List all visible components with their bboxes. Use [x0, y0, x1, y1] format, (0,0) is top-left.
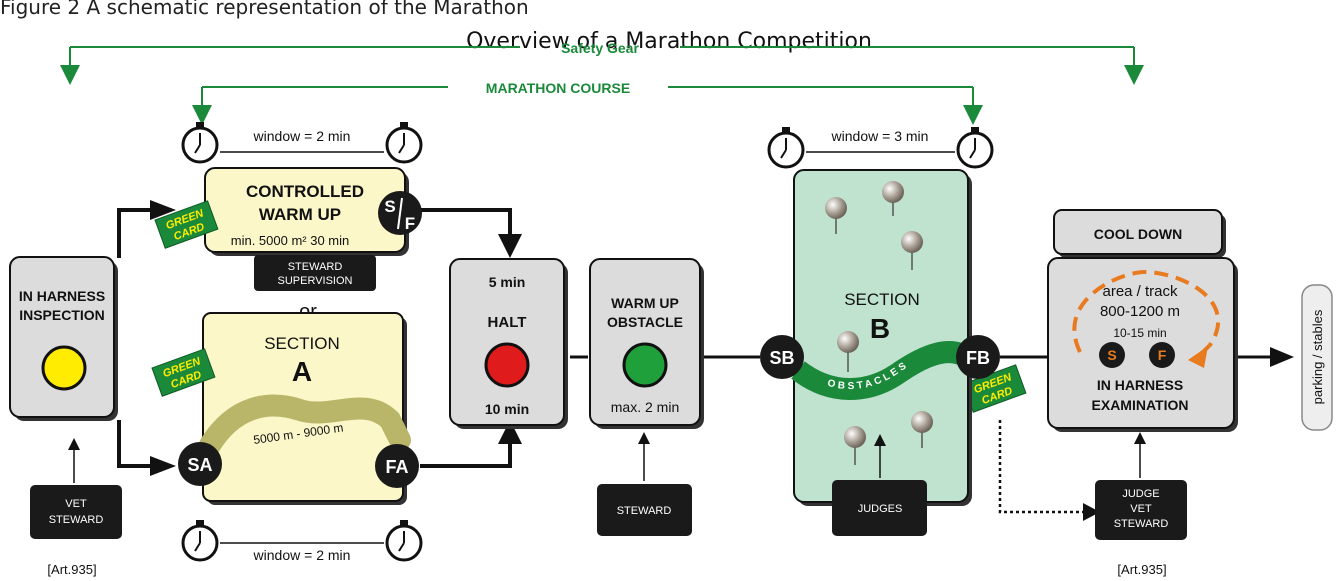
steward-supervision-1: STEWARD: [288, 261, 343, 273]
section-a-start: SA: [187, 455, 212, 475]
warmup-title-1: CONTROLLED: [246, 182, 364, 201]
green-light-icon: [622, 342, 668, 388]
exam-title-2: EXAMINATION: [1092, 397, 1189, 413]
cool-down-area-box: [1047, 257, 1235, 429]
page-title: Overview of a Marathon Competition: [466, 29, 872, 54]
stopwatch-icon: [385, 518, 423, 562]
judge-label-3: STEWARD: [1114, 518, 1169, 530]
warmup-window-label: window = 2 min: [253, 128, 351, 144]
section-b-track: [791, 341, 975, 400]
warmup-obstacle-1: WARM UP: [611, 295, 679, 311]
halt-box: [449, 258, 565, 426]
judges-label: JUDGES: [858, 503, 903, 515]
judge-label-1: JUDGE: [1122, 488, 1159, 500]
stopwatch-icon: [181, 518, 219, 562]
safety-gear-bracket: [60, 46, 1144, 85]
exit-pill: [1301, 284, 1333, 431]
cool-down-f: F: [1158, 347, 1167, 363]
steward-supervision-2: SUPERVISION: [278, 275, 353, 287]
marathon-course-label: MARATHON COURSE: [486, 80, 630, 96]
inspection-box: [9, 256, 115, 418]
art-reference: [Art.935]: [47, 562, 96, 577]
section-a-start-marker: [178, 442, 222, 486]
sf-s: S: [384, 197, 395, 216]
judges-badge: [832, 480, 927, 536]
art-reference-2: [Art.935]: [1117, 562, 1166, 577]
cool-down-finish-marker: [1149, 342, 1175, 368]
cool-down-area-2: 800-1200 m: [1100, 303, 1180, 320]
section-a-finish-marker: [375, 444, 419, 488]
section-b-window-label: window = 3 min: [831, 128, 929, 144]
warmup-obstacle-detail: max. 2 min: [611, 399, 679, 415]
warmup-obstacle-box: [589, 258, 701, 426]
steward-label: STEWARD: [617, 505, 672, 517]
cool-down-s: S: [1107, 347, 1116, 363]
section-b-start: SB: [769, 348, 794, 368]
halt-min-top: 5 min: [489, 274, 526, 290]
section-b-finish-marker: [956, 335, 1000, 379]
stopwatch-icon: [181, 120, 219, 164]
exit-label: parking / stables: [1310, 309, 1325, 404]
red-light-icon: [484, 342, 530, 388]
sf-f: F: [405, 214, 415, 233]
section-a-window-label: window = 2 min: [253, 547, 351, 563]
section-a-title: SECTION: [264, 334, 340, 353]
flow-connectors: [117, 208, 1272, 468]
judge-label-2: VET: [1130, 503, 1152, 515]
stopwatch-icon: [956, 125, 994, 169]
vet-steward-badge: [30, 485, 122, 539]
halt-label: HALT: [488, 314, 527, 331]
cool-down-box: [1053, 209, 1223, 255]
cool-down-area-1: area / track: [1102, 283, 1178, 300]
halt-min-bottom: 10 min: [485, 401, 529, 417]
judge-vet-steward-badge: [1095, 480, 1187, 540]
dotted-referral-line: [998, 420, 1085, 514]
section-a-finish: FA: [385, 457, 408, 477]
steward-badge: [597, 484, 692, 536]
inspection-title-2: INSPECTION: [19, 307, 105, 323]
vet-steward-label-1: VET: [65, 498, 87, 510]
cool-down-start-marker: [1099, 342, 1125, 368]
stopwatch-icon: [767, 125, 805, 169]
safety-gear-label: Safety Gear: [561, 40, 639, 56]
exam-title-1: IN HARNESS: [1097, 377, 1183, 393]
section-a-letter: A: [292, 356, 312, 387]
steward-supervision-badge: [254, 255, 376, 291]
section-b-letter: B: [870, 313, 890, 344]
truncated-heading: Figure 2 A schematic representation of t…: [0, 0, 529, 19]
section-b-start-marker: [760, 335, 804, 379]
section-b-title: SECTION: [844, 290, 920, 309]
section-b-finish: FB: [966, 348, 990, 368]
warmup-detail: min. 5000 m² 30 min: [231, 233, 350, 248]
cool-down-loop: [1072, 269, 1220, 362]
cool-down-title: COOL DOWN: [1094, 226, 1182, 242]
cool-down-time: 10-15 min: [1113, 326, 1166, 340]
inspection-title-1: IN HARNESS: [19, 288, 105, 304]
stopwatch-icon: [385, 120, 423, 164]
yellow-light-icon: [41, 345, 87, 391]
warmup-title-2: WARM UP: [259, 205, 341, 224]
vet-steward-label-2: STEWARD: [49, 514, 104, 526]
obstacle-pins: [825, 181, 933, 465]
marathon-course-bracket: [192, 86, 983, 125]
section-a-track: [199, 394, 411, 456]
warmup-obstacle-2: OBSTACLE: [607, 314, 683, 330]
